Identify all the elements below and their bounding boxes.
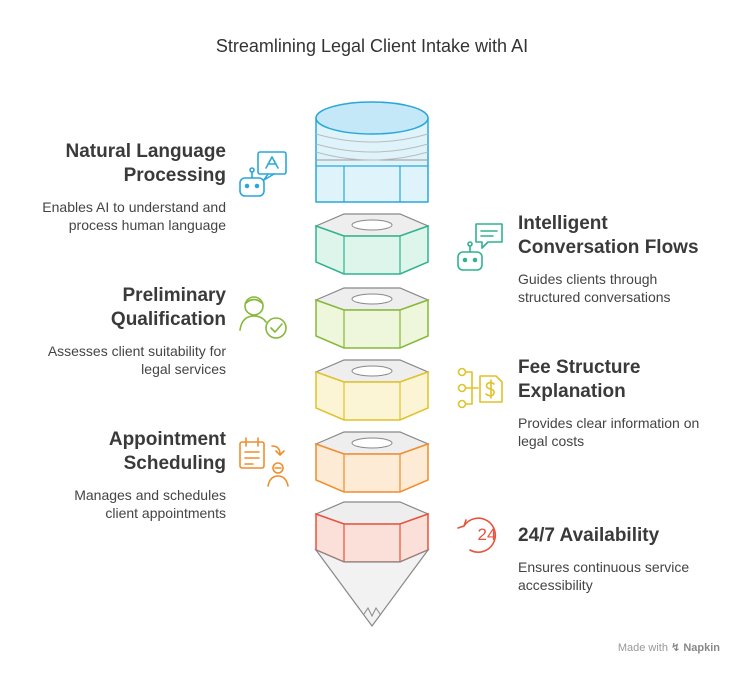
nut-segment-yellow [314,359,430,421]
svg-text:24: 24 [478,525,497,544]
nut-segment-orange [314,431,430,493]
fee-structure-icon [457,367,503,409]
nut-segment-lime [314,287,430,349]
robot-translate-icon [239,151,287,197]
made-with-napkin-watermark: Made with ↯ Napkin [617,642,720,654]
calendar-person-icon [239,437,289,487]
availability-title: 24/7 Availability [518,525,660,546]
cylinder-segment [315,101,429,203]
page-title: Streamlining Legal Client Intake with AI [215,36,529,56]
chatbot-icon [457,223,503,271]
user-check-icon [239,296,287,339]
clock-24-icon: 24 [457,517,497,553]
nut-segment-green [314,213,430,275]
pencil-tip-segment [314,501,430,628]
